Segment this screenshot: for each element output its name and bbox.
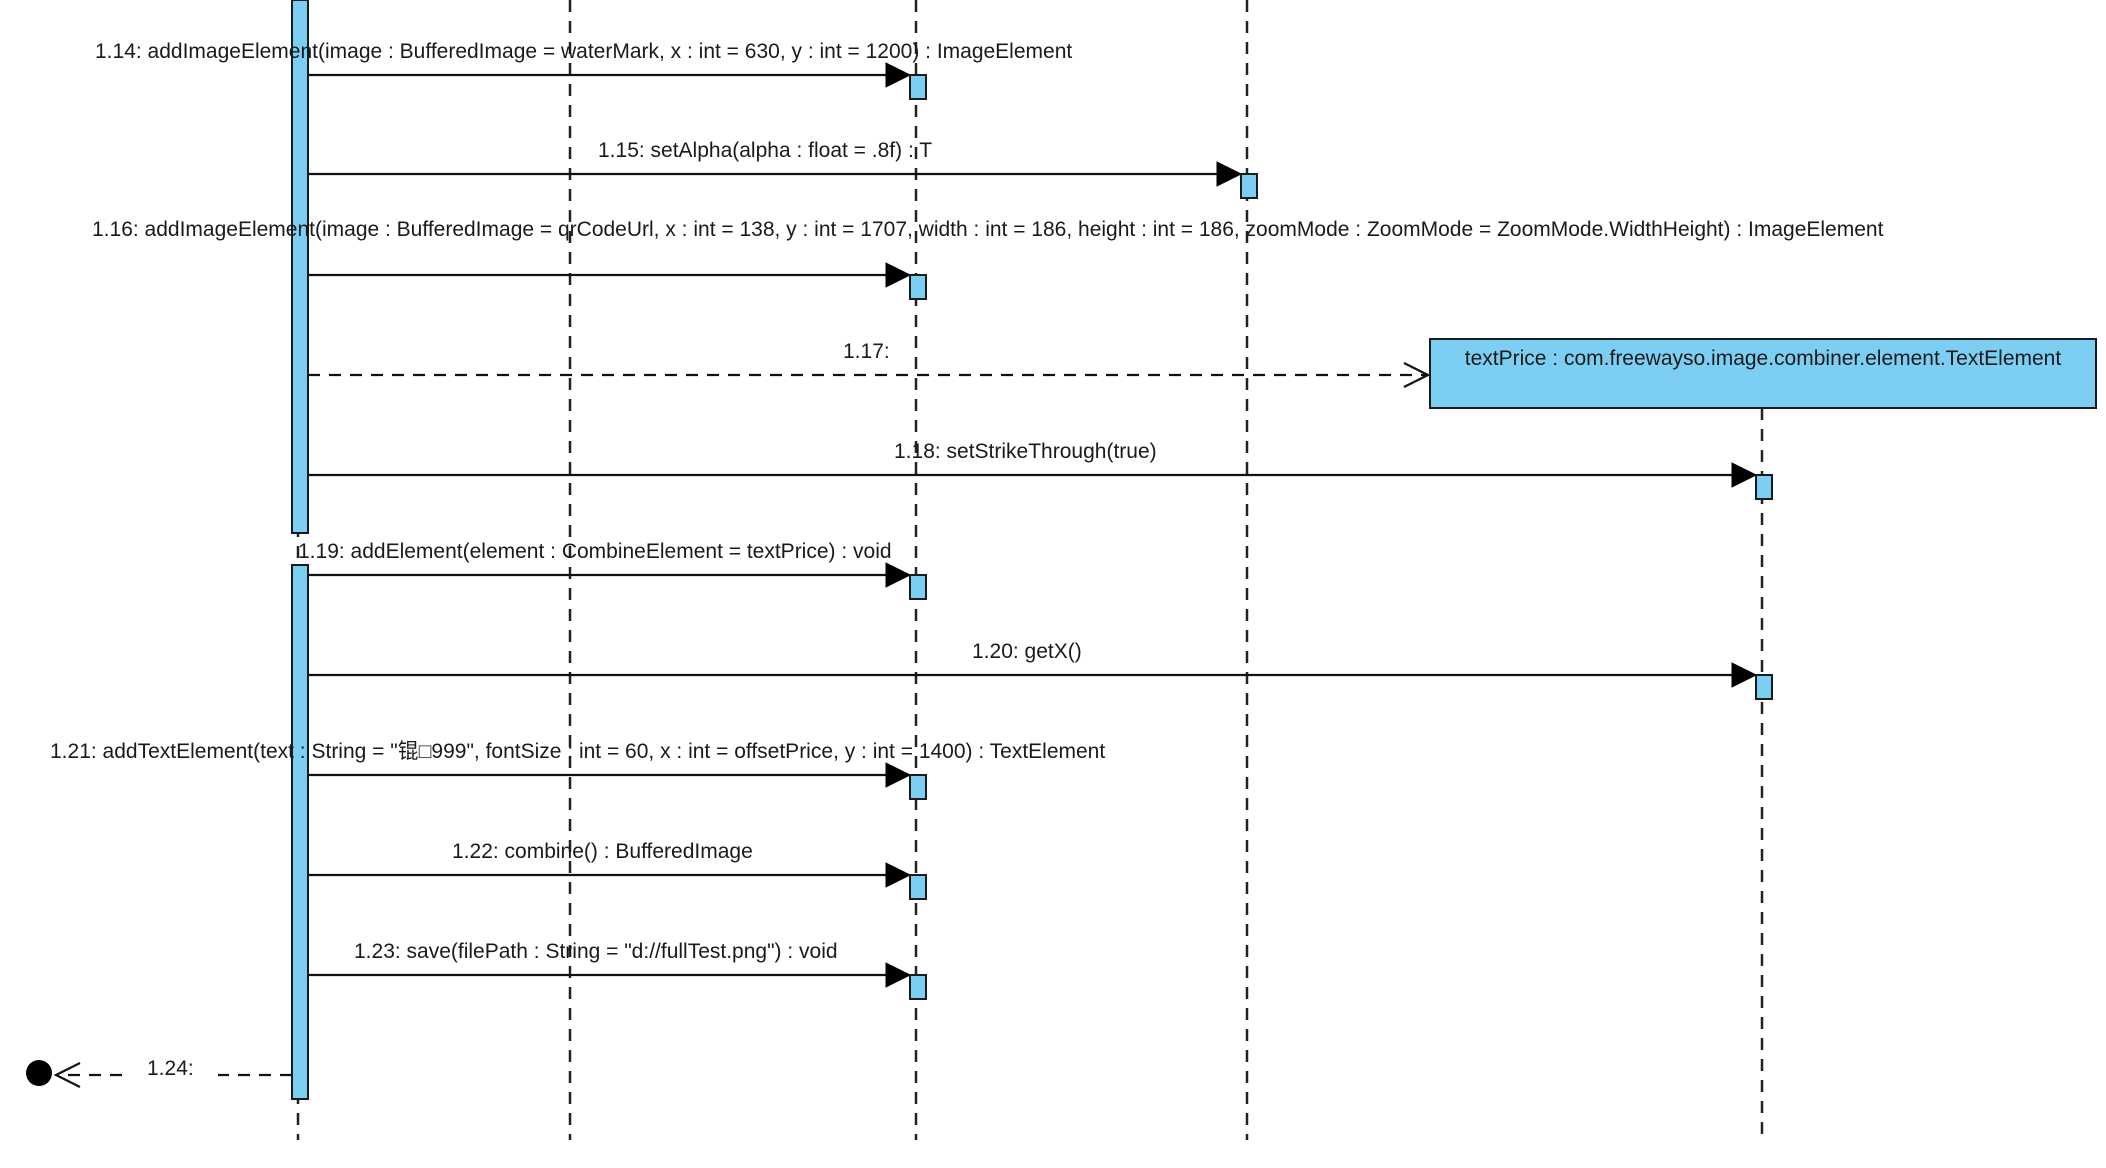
message-label: 1.19: addElement(element : CombineElemen… bbox=[298, 540, 892, 563]
filled-arrowhead-icon bbox=[1731, 662, 1758, 688]
activation-bar bbox=[909, 74, 927, 100]
filled-arrowhead-icon bbox=[885, 762, 912, 788]
filled-arrowhead-icon bbox=[885, 962, 912, 988]
filled-arrowhead-icon bbox=[1216, 161, 1243, 187]
filled-arrowhead-icon bbox=[885, 62, 912, 88]
message-1-17[interactable]: 1.17: bbox=[308, 340, 1431, 388]
message-label: 1.20: getX() bbox=[972, 640, 1082, 663]
activation-bar bbox=[909, 874, 927, 900]
filled-arrowhead-icon bbox=[885, 562, 912, 588]
message-1-23[interactable]: 1.23: save(filePath : String = "d://full… bbox=[308, 940, 912, 988]
filled-arrowhead-icon bbox=[885, 862, 912, 888]
caller-activation-bar bbox=[291, 0, 309, 534]
message-1-24[interactable]: 1.24: bbox=[53, 1057, 292, 1088]
activation-bar bbox=[909, 774, 927, 800]
message-1-15[interactable]: 1.15: setAlpha(alpha : float = .8f) : T bbox=[308, 139, 1243, 187]
message-label: 1.17: bbox=[843, 340, 890, 363]
caller-activation-bar bbox=[291, 564, 309, 1100]
filled-arrowhead-icon bbox=[1731, 462, 1758, 488]
message-1-18[interactable]: 1.18: setStrikeThrough(true) bbox=[308, 440, 1758, 488]
activation-bar bbox=[909, 274, 927, 300]
message-label: 1.24: bbox=[147, 1057, 194, 1080]
activation-bar bbox=[909, 974, 927, 1000]
filled-arrowhead-icon bbox=[885, 262, 912, 288]
open-arrowhead-icon bbox=[1403, 362, 1431, 388]
object-box-label: textPrice : com.freewayso.image.combiner… bbox=[1465, 347, 2062, 370]
activation-bar bbox=[1240, 173, 1258, 199]
message-label: 1.14: addImageElement(image : BufferedIm… bbox=[95, 40, 1072, 63]
message-label: 1.22: combine() : BufferedImage bbox=[452, 840, 753, 863]
message-1-16[interactable]: 1.16: addImageElement(image : BufferedIm… bbox=[92, 218, 1884, 288]
message-1-14[interactable]: 1.14: addImageElement(image : BufferedIm… bbox=[95, 40, 1072, 88]
message-label: 1.23: save(filePath : String = "d://full… bbox=[354, 940, 838, 963]
final-node-icon bbox=[26, 1060, 52, 1086]
message-1-19[interactable]: 1.19: addElement(element : CombineElemen… bbox=[298, 540, 912, 588]
message-label: 1.18: setStrikeThrough(true) bbox=[894, 440, 1157, 463]
object-box bbox=[1429, 338, 2097, 409]
activation-bar bbox=[1755, 674, 1773, 700]
message-1-20[interactable]: 1.20: getX() bbox=[308, 640, 1758, 688]
message-label: 1.16: addImageElement(image : BufferedIm… bbox=[92, 218, 1884, 241]
open-arrowhead-icon bbox=[53, 1062, 81, 1088]
message-label: 1.15: setAlpha(alpha : float = .8f) : T bbox=[598, 139, 932, 162]
message-1-21[interactable]: 1.21: addTextElement(text : String = "锟□… bbox=[50, 740, 1105, 788]
message-1-22[interactable]: 1.22: combine() : BufferedImage bbox=[308, 840, 912, 888]
activation-bar bbox=[1755, 474, 1773, 500]
activation-bar bbox=[909, 574, 927, 600]
message-label: 1.21: addTextElement(text : String = "锟□… bbox=[50, 740, 1105, 763]
text-price-object[interactable]: textPrice : com.freewayso.image.combiner… bbox=[1429, 338, 2097, 409]
